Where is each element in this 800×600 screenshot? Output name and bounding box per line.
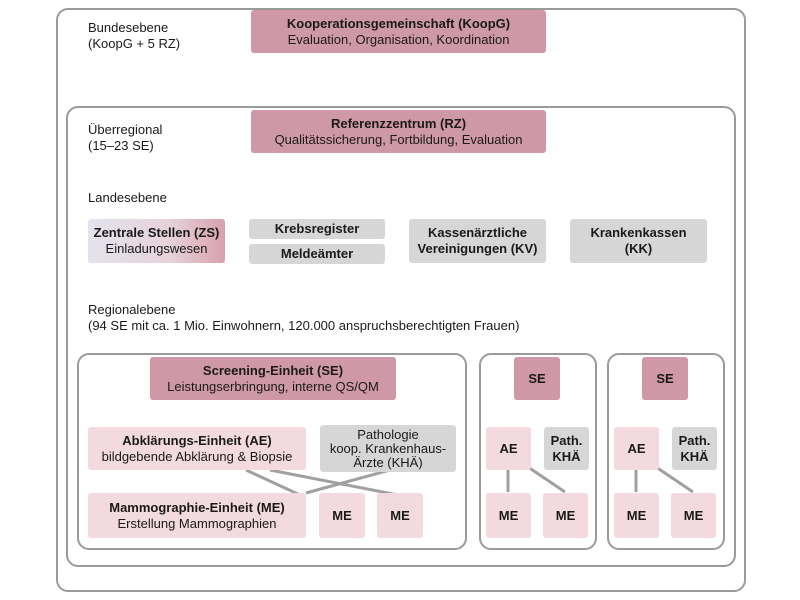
path-3-box: Path. KHÄ [672,427,717,470]
landesebene-label: Landesebene [88,190,167,205]
krebsregister-box: Krebsregister [249,219,385,239]
rz-subtitle: Qualitätssicherung, Fortbildung, Evaluat… [274,131,523,147]
rz-box: Referenzzentrum (RZ) Qualitätssicherung,… [251,110,546,153]
me-main-subtitle: Erstellung Mammographien [117,515,277,531]
ae-3-box: AE [614,427,659,470]
regionalebene-label: Regionalebene (94 SE mit ca. 1 Mio. Einw… [88,302,520,333]
kk-box: Krankenkassen (KK) [570,219,707,263]
ae-2-box: AE [486,427,531,470]
se-main-title: Screening-Einheit (SE) [202,362,344,378]
ueberregional-label: Überregional (15–23 SE) [88,122,163,153]
zs-subtitle: Einladungswesen [105,241,208,256]
rz-title: Referenzzentrum (RZ) [330,115,467,131]
me-main-box: Mammographie-Einheit (ME) Erstellung Mam… [88,493,306,538]
me-3-box-1: ME [614,493,659,538]
bundesebene-label: Bundesebene (KoopG + 5 RZ) [88,20,181,51]
ae-main-title: Abklärungs-Einheit (AE) [122,432,272,448]
me-3-box-2: ME [671,493,716,538]
ae-main-subtitle: bildgebende Abklärung & Biopsie [101,448,293,464]
meldeaemter-box: Meldeämter [249,244,385,264]
me-main-small-1: ME [319,493,365,538]
koopg-subtitle: Evaluation, Organisation, Koordination [287,31,510,47]
me-2-box-2: ME [543,493,588,538]
pathologie-main-box: Pathologie koop. Krankenhaus- Ärzte (KHÄ… [320,425,456,472]
zs-title: Zentrale Stellen (ZS) [93,225,220,240]
kv-box: Kassenärztliche Vereinigungen (KV) [409,219,546,263]
se-3-box: SE [642,357,688,400]
path-2-box: Path. KHÄ [544,427,589,470]
me-main-small-2: ME [377,493,423,538]
se-2-box: SE [514,357,560,400]
koopg-box: Kooperationsgemeinschaft (KoopG) Evaluat… [251,10,546,53]
me-2-box-1: ME [486,493,531,538]
koopg-title: Kooperationsgemeinschaft (KoopG) [286,15,511,31]
ae-main-box: Abklärungs-Einheit (AE) bildgebende Abkl… [88,427,306,470]
me-main-title: Mammographie-Einheit (ME) [109,499,285,515]
zentrale-stellen-box: Zentrale Stellen (ZS) Einladungswesen [88,219,225,263]
se-main-subtitle: Leistungserbringung, interne QS/QM [167,378,379,394]
se-main-box: Screening-Einheit (SE) Leistungserbringu… [150,357,396,400]
